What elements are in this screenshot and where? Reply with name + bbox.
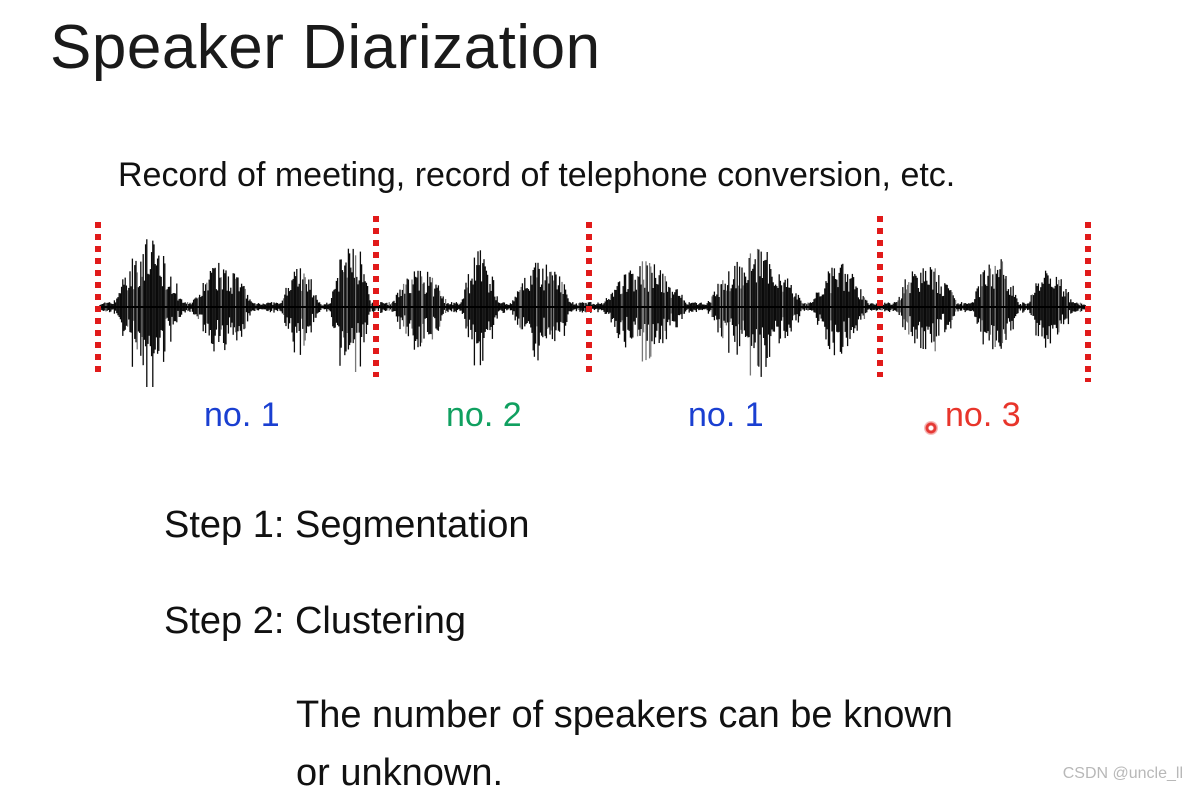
speaker-label-segment-4: no. 3 (945, 396, 1021, 434)
slide-subtitle: Record of meeting, record of telephone c… (118, 156, 956, 194)
audio-waveform (95, 216, 1091, 387)
step-2-clustering: Step 2: Clustering (164, 600, 467, 642)
note-line-1: The number of speakers can be known (296, 694, 953, 736)
speaker-label-segment-1: no. 1 (204, 396, 280, 434)
watermark: CSDN @uncle_ll (1062, 765, 1183, 782)
speaker-label-segment-3: no. 1 (688, 396, 764, 434)
waveform-signal (99, 239, 1086, 387)
segment-boundaries (95, 216, 1091, 382)
note-line-2: or unknown. (296, 752, 504, 794)
step-1-segmentation: Step 1: Segmentation (164, 504, 530, 546)
laser-pointer-dot (924, 421, 938, 435)
slide-title: Speaker Diarization (50, 13, 601, 82)
speaker-label-segment-2: no. 2 (446, 396, 522, 434)
